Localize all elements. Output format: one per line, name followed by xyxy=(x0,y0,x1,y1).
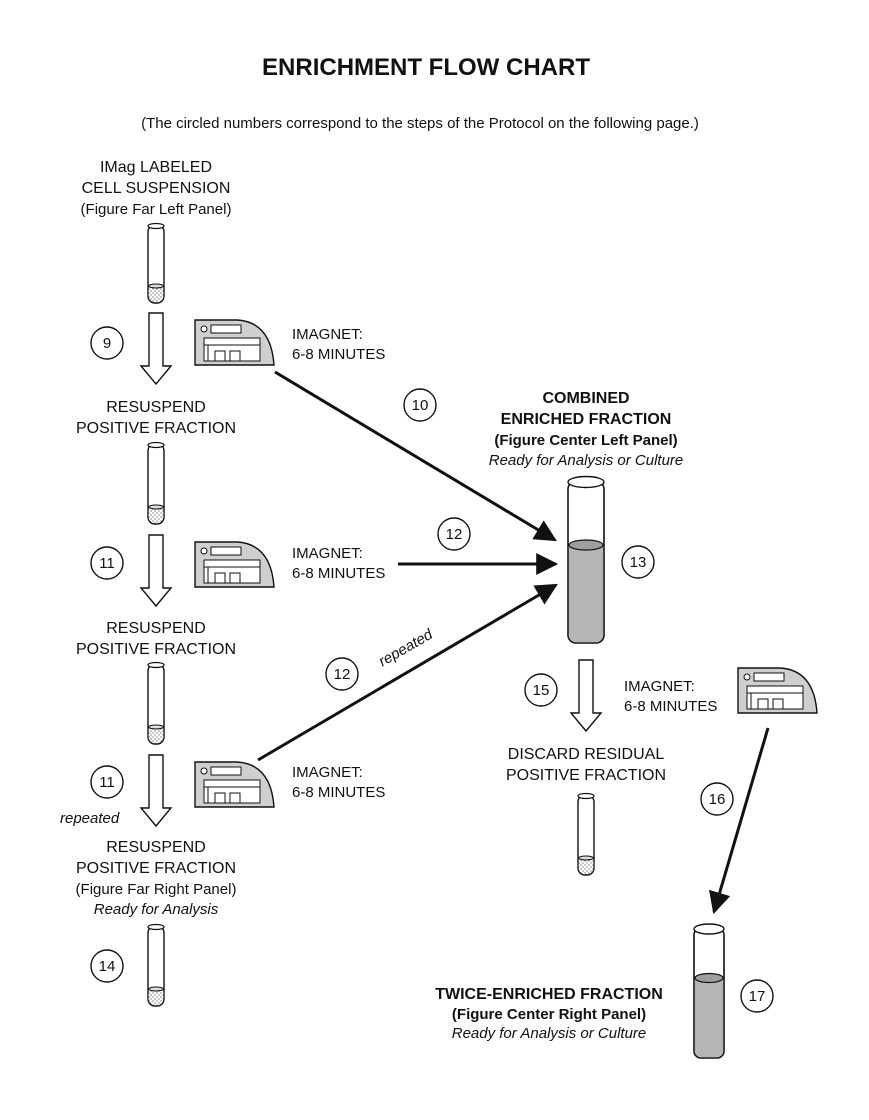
step-circle-12 xyxy=(437,517,471,551)
tube-twice-enriched xyxy=(693,923,725,1059)
combined-label-line1: COMBINED xyxy=(542,390,630,407)
step-number-11: 11 xyxy=(99,555,115,572)
arrow-step-12-repeated xyxy=(257,583,558,762)
resuspend-1-line1: RESUSPEND xyxy=(106,399,206,416)
step-number-11-repeated: 11 xyxy=(99,774,115,791)
step-number-15: 15 xyxy=(533,682,550,699)
discard-label-line1: DISCARD RESIDUAL xyxy=(507,746,665,763)
step-circle-9 xyxy=(90,326,124,360)
resuspend-3-ready: Ready for Analysis xyxy=(93,901,219,918)
imagnet-label-2-line2: 6-8 MINUTES xyxy=(292,565,386,582)
step-circle-12-repeated xyxy=(325,657,359,691)
imagnet-device-4 xyxy=(737,667,818,714)
down-arrow-step-11 xyxy=(139,534,173,608)
resuspend-2-line2: POSITIVE FRACTION xyxy=(75,641,237,658)
combined-ready: Ready for Analysis or Culture xyxy=(488,452,684,469)
imagnet-label-2-line1: IMAGNET: xyxy=(292,545,363,562)
start-label-line2: CELL SUSPENSION xyxy=(81,180,231,197)
arrow-step-10 xyxy=(274,370,557,542)
twice-enriched-label: TWICE-ENRICHED FRACTION xyxy=(435,986,663,1003)
step-circle-11-repeated xyxy=(90,765,124,799)
step-number-12-repeated: 12 xyxy=(334,666,351,683)
page-subtitle: (The circled numbers correspond to the s… xyxy=(141,115,699,132)
step-circle-15 xyxy=(524,673,558,707)
step-number-9: 9 xyxy=(103,335,111,352)
tube-combined xyxy=(567,475,605,644)
start-note: (Figure Far Left Panel) xyxy=(80,201,232,218)
page-title: ENRICHMENT FLOW CHART xyxy=(262,54,590,81)
step-circle-13 xyxy=(621,545,655,579)
tube-discard xyxy=(577,792,595,876)
start-label-line1: IMag LABELED xyxy=(99,159,213,176)
resuspend-3-note: (Figure Far Right Panel) xyxy=(75,881,237,898)
twice-enriched-ready: Ready for Analysis or Culture xyxy=(451,1025,647,1042)
resuspend-1-line2: POSITIVE FRACTION xyxy=(75,420,237,437)
arrow-step-16 xyxy=(709,727,770,915)
imagnet-device-2 xyxy=(194,541,275,588)
resuspend-3-line1: RESUSPEND xyxy=(106,839,206,856)
step-number-13: 13 xyxy=(630,554,647,571)
imagnet-device-3 xyxy=(194,761,275,808)
imagnet-label-1-line1: IMAGNET: xyxy=(292,326,363,343)
step-number-12: 12 xyxy=(446,526,463,543)
tube-start xyxy=(147,222,165,304)
resuspend-2-line1: RESUSPEND xyxy=(106,620,206,637)
combined-note: (Figure Center Left Panel) xyxy=(494,432,678,449)
twice-enriched-note: (Figure Center Right Panel) xyxy=(451,1006,647,1023)
repeated-label-left: repeated xyxy=(60,810,120,827)
step-number-10: 10 xyxy=(412,397,429,414)
down-arrow-step-9 xyxy=(139,312,173,386)
combined-label-line2: ENRICHED FRACTION xyxy=(500,411,672,428)
step-number-17: 17 xyxy=(749,988,766,1005)
imagnet-device-1 xyxy=(194,319,275,366)
imagnet-label-3-line2: 6-8 MINUTES xyxy=(292,784,386,801)
step-number-14: 14 xyxy=(99,958,116,975)
tube-resuspend-3 xyxy=(147,923,165,1007)
discard-label-line2: POSITIVE FRACTION xyxy=(505,767,667,784)
step-circle-17 xyxy=(740,979,774,1013)
step-circle-11 xyxy=(90,546,124,580)
imagnet-label-3-line1: IMAGNET: xyxy=(292,764,363,781)
imagnet-label-1-line2: 6-8 MINUTES xyxy=(292,346,386,363)
repeated-label-arrow: repeated xyxy=(376,626,436,671)
step-circle-16 xyxy=(700,782,734,816)
down-arrow-step-11-repeated xyxy=(139,754,173,828)
down-arrow-step-15 xyxy=(569,659,603,733)
step-circle-14 xyxy=(90,949,124,983)
tube-resuspend-1 xyxy=(147,441,165,525)
imagnet-label-4-line2: 6-8 MINUTES xyxy=(624,698,718,715)
step-number-16: 16 xyxy=(709,791,726,808)
tube-resuspend-2 xyxy=(147,661,165,745)
imagnet-label-4-line1: IMAGNET: xyxy=(624,678,695,695)
resuspend-3-line2: POSITIVE FRACTION xyxy=(75,860,237,877)
step-circle-10 xyxy=(403,388,437,422)
